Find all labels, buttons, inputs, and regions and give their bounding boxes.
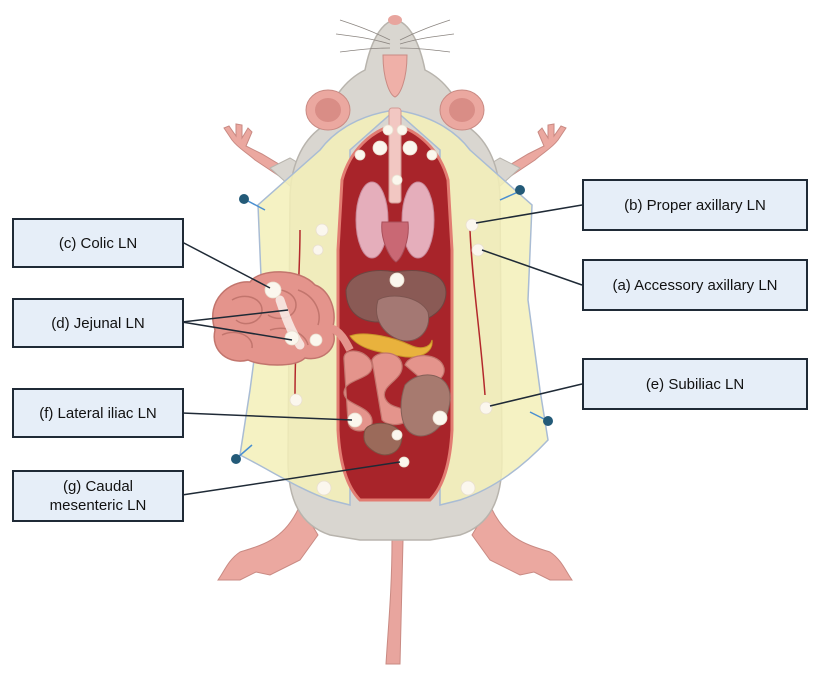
leader-jejunal-2 xyxy=(181,321,293,341)
leader-colic xyxy=(181,241,271,289)
right-lung xyxy=(401,181,435,259)
lymph-node-proper-axillary xyxy=(465,218,479,232)
leader-jejunal-1 xyxy=(181,309,289,323)
label-text: (e) Subiliac LN xyxy=(645,375,745,393)
intestines-cavity xyxy=(343,350,445,432)
lymph-nodes xyxy=(264,124,493,496)
lymph-node-iliac-2 xyxy=(432,410,448,426)
pin-upper-right xyxy=(499,185,525,201)
label-text-line1: (g) Caudal xyxy=(62,478,134,495)
lymph-node-cervical-2 xyxy=(402,140,418,156)
trachea xyxy=(388,107,402,204)
label-text: (b) Proper axillary LN xyxy=(624,196,766,214)
left-hind-limb xyxy=(217,503,319,581)
lymph-node-jejunal-1 xyxy=(284,330,300,346)
leader-proper-axillary xyxy=(475,204,583,224)
lymph-node-cervical-3 xyxy=(382,124,394,136)
label-text: (c) Colic LN xyxy=(58,234,138,252)
label-lateral-iliac-ln: (f) Lateral iliac LN xyxy=(12,388,184,438)
lymph-node-left-accessory xyxy=(312,244,324,256)
mouth-tongue xyxy=(382,54,408,98)
lymph-node-colic xyxy=(264,281,282,299)
tail xyxy=(385,539,404,665)
label-subiliac-ln: (e) Subiliac LN xyxy=(582,358,808,410)
pin-lower-left xyxy=(231,444,253,464)
lymph-node-mediastinal xyxy=(391,174,403,186)
whiskers xyxy=(335,19,455,53)
left-lung xyxy=(355,181,389,259)
leader-lines xyxy=(181,204,583,496)
label-proper-axillary-ln: (b) Proper axillary LN xyxy=(582,179,808,231)
lymph-node-cervical-6 xyxy=(426,149,438,161)
label-accessory-axillary-ln: (a) Accessory axillary LN xyxy=(582,259,808,311)
lymph-node-cervical-5 xyxy=(354,149,366,161)
right-hind-limb xyxy=(471,503,573,581)
lymph-node-subiliac xyxy=(479,401,493,415)
heart xyxy=(381,221,409,263)
lymph-node-popliteal-left xyxy=(316,480,332,496)
leader-accessory-axillary xyxy=(481,249,583,286)
leader-subiliac xyxy=(489,383,583,407)
label-text-line2: mesenteric LN xyxy=(49,497,147,514)
stomach xyxy=(376,295,430,342)
label-text: (a) Accessory axillary LN xyxy=(612,276,778,294)
lymph-node-left-subiliac xyxy=(289,393,303,407)
right-skin-flap xyxy=(392,108,549,506)
pin-lower-right xyxy=(529,411,553,426)
lymph-node-cervical-4 xyxy=(396,124,408,136)
label-jejunal-ln: (d) Jejunal LN xyxy=(12,298,184,348)
label-text: (d) Jejunal LN xyxy=(51,314,145,332)
label-colic-ln: (c) Colic LN xyxy=(12,218,184,268)
label-caudal-mesenteric-ln: (g) Caudal mesenteric LN xyxy=(12,470,184,522)
lymph-node-popliteal-right xyxy=(460,480,476,496)
left-ear xyxy=(305,89,351,131)
right-ear xyxy=(439,89,485,131)
lymph-node-cervical-1 xyxy=(372,140,388,156)
bladder xyxy=(363,422,403,456)
lymph-node-jejunal-2 xyxy=(309,333,323,347)
lymph-node-caudal-mesenteric xyxy=(398,456,410,468)
mesentery-connection xyxy=(328,324,354,352)
nose xyxy=(388,15,402,25)
lymph-node-mesenteric-center xyxy=(389,272,405,288)
label-text: (f) Lateral iliac LN xyxy=(39,404,157,422)
leader-lateral-iliac xyxy=(181,412,353,421)
pin-upper-left xyxy=(239,194,266,211)
lymph-node-left-axillary xyxy=(315,223,329,237)
leader-caudal-mesenteric xyxy=(181,461,401,496)
lymph-node-iliac-3 xyxy=(391,429,403,441)
